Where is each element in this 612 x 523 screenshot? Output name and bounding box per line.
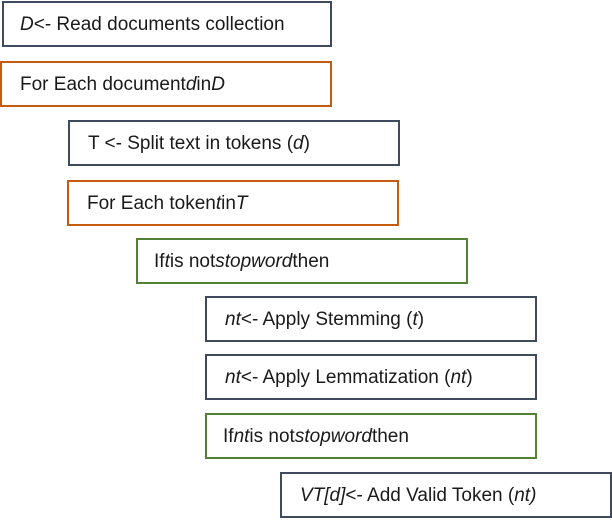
step-text-part: <- Read documents collection [33, 13, 285, 35]
step-text-part: nt [450, 366, 467, 388]
step-text-part: <- Apply Stemming ( [240, 308, 413, 330]
step-text-part: stopword [294, 425, 372, 447]
step-text-part: <- Apply Lemmatization ( [240, 366, 451, 388]
step-text-part: is not [169, 250, 216, 272]
step-apply-stemming: nt <- Apply Stemming (t) [205, 296, 537, 342]
step-text-part: ) [466, 366, 473, 388]
step-text-part: nt [233, 425, 250, 447]
step-text-part: nt) [514, 484, 537, 506]
step-text-part: T <- Split text in tokens ( [88, 132, 294, 154]
step-text-part: t [215, 192, 222, 214]
step-text-part: If [223, 425, 234, 447]
step-text-part: If [154, 250, 165, 272]
step-text-part: in [221, 192, 236, 214]
step-text-part: For Each token [87, 192, 216, 214]
step-text-part: T [235, 192, 248, 214]
step-text-part: is not [249, 425, 295, 447]
step-read-documents: D <- Read documents collection [2, 1, 332, 47]
step-text-part: VT[d] [300, 484, 346, 506]
step-text-part: stopword [215, 250, 293, 272]
step-text-part: d [185, 73, 197, 95]
step-text-part: <- Add Valid Token ( [345, 484, 515, 506]
step-text-part: D [20, 13, 34, 35]
step-text-part: t [164, 250, 170, 272]
step-add-valid-token: VT[d] <- Add Valid Token (nt) [280, 472, 612, 518]
step-text-part: d [293, 132, 304, 154]
step-text-part: then [371, 425, 409, 447]
step-if-nt-not-stopword: If nt is not stopword then [205, 413, 537, 459]
step-text-part: For Each document [20, 73, 186, 95]
step-text-part: in [196, 73, 212, 95]
step-if-not-stopword: If t is not stopword then [136, 238, 468, 284]
step-text-part: then [292, 250, 330, 272]
step-text-part: ) [417, 308, 425, 330]
step-for-each-token: For Each token t in T [67, 180, 399, 226]
step-text-part: ) [303, 132, 310, 154]
step-text-part: nt [225, 308, 241, 330]
step-text-part: t [412, 308, 418, 330]
step-apply-lemmatization: nt <- Apply Lemmatization (nt) [205, 354, 537, 400]
step-split-tokens: T <- Split text in tokens (d) [68, 120, 400, 166]
step-text-part: nt [225, 366, 241, 388]
step-for-each-document: For Each document d in D [0, 61, 332, 107]
step-text-part: D [211, 73, 225, 95]
